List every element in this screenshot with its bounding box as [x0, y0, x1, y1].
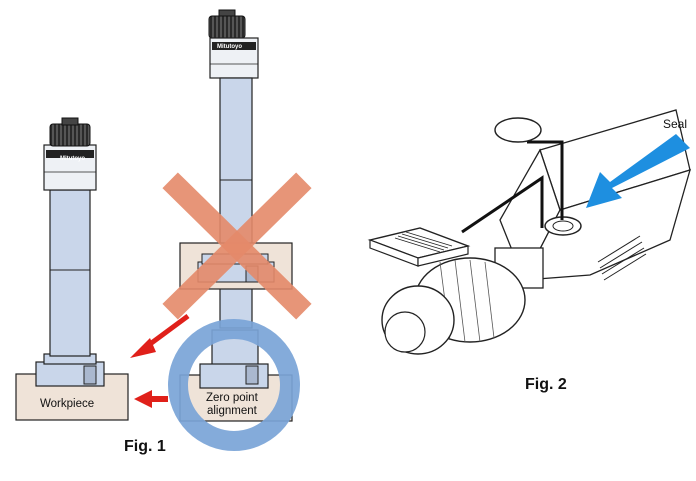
- zero-point-line2: alignment: [206, 405, 257, 417]
- red-arrow-left: [134, 390, 168, 408]
- zero-point-setup: [168, 319, 300, 451]
- fig2-caption: Fig. 2: [525, 376, 567, 393]
- zero-point-label: Zero point alignment: [206, 392, 258, 418]
- left-bore-gauge: [15, 117, 129, 421]
- battery-cover: [367, 227, 471, 267]
- display-unit-drawing: [367, 109, 691, 355]
- fig1-caption: Fig. 1: [124, 438, 166, 455]
- brand-text-right: Mitutoyo: [217, 44, 242, 50]
- zero-point-line1: Zero point: [206, 392, 258, 404]
- workpiece-label: Workpiece: [40, 398, 95, 410]
- battery-coin: [494, 117, 542, 143]
- brand-text-left: Mitutoyo: [60, 156, 85, 162]
- red-arrow-diagonal: [130, 313, 190, 358]
- seal-arrow: [586, 134, 690, 208]
- highlight-ring: [168, 319, 300, 451]
- wrong-method-cross: [162, 172, 312, 320]
- seal-label: Seal: [663, 117, 688, 131]
